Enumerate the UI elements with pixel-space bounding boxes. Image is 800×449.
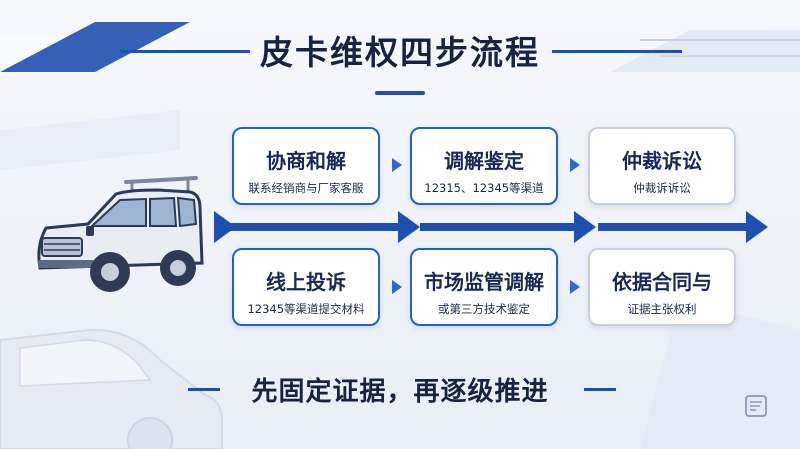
- step-title: 市场监管调解: [424, 270, 544, 294]
- page-title: 皮卡维权四步流程: [260, 33, 540, 72]
- step-title: 依据合同与: [612, 270, 712, 294]
- slogan-dash-left: [188, 388, 220, 391]
- flow-line-3: [598, 223, 748, 231]
- arrow-right-icon: [398, 211, 420, 243]
- step-card-2: 调解鉴定 12315、12345等渠道: [410, 127, 558, 205]
- arrow-right-icon: [574, 211, 596, 243]
- ghost-car-icon: [0, 328, 223, 449]
- step-subtitle: 联系经销商与厂家客服: [248, 181, 364, 195]
- chevron-right-icon: [392, 158, 402, 172]
- arrow-right-icon: [746, 211, 768, 243]
- slogan-dash-right: [584, 388, 616, 391]
- pickup-truck-icon: [37, 176, 204, 292]
- flow-line-1: [230, 223, 400, 231]
- title-line-left: [120, 50, 250, 53]
- step-title: 线上投诉: [266, 270, 346, 294]
- chevron-right-icon: [570, 158, 580, 172]
- flow-line-2: [420, 223, 576, 231]
- step-subtitle: 12315、12345等渠道: [424, 181, 544, 195]
- step-subtitle: 或第三方技术鉴定: [438, 302, 530, 316]
- step-card-1: 协商和解 联系经销商与厂家客服: [232, 127, 380, 205]
- title-line-right: [552, 50, 682, 53]
- document-icon: [745, 395, 767, 417]
- step-title: 调解鉴定: [444, 149, 524, 173]
- step-card-4: 线上投诉 12345等渠道提交材料: [232, 248, 380, 326]
- step-card-6: 依据合同与 证据主张权利: [588, 248, 736, 326]
- chevron-right-icon: [392, 280, 402, 294]
- slogan: 先固定证据，再逐级推进: [251, 377, 549, 407]
- step-subtitle: 仲裁诉诉讼: [633, 181, 691, 195]
- step-card-5: 市场监管调解 或第三方技术鉴定: [410, 248, 558, 326]
- step-title: 协商和解: [266, 149, 346, 173]
- title-underline: [375, 91, 425, 95]
- arrow-right-icon: [214, 211, 236, 243]
- step-card-3: 仲裁诉讼 仲裁诉诉讼: [588, 127, 736, 205]
- step-subtitle: 12345等渠道提交材料: [247, 302, 365, 316]
- step-subtitle: 证据主张权利: [627, 302, 697, 316]
- chevron-right-icon: [570, 280, 580, 294]
- step-title: 仲裁诉讼: [622, 149, 702, 173]
